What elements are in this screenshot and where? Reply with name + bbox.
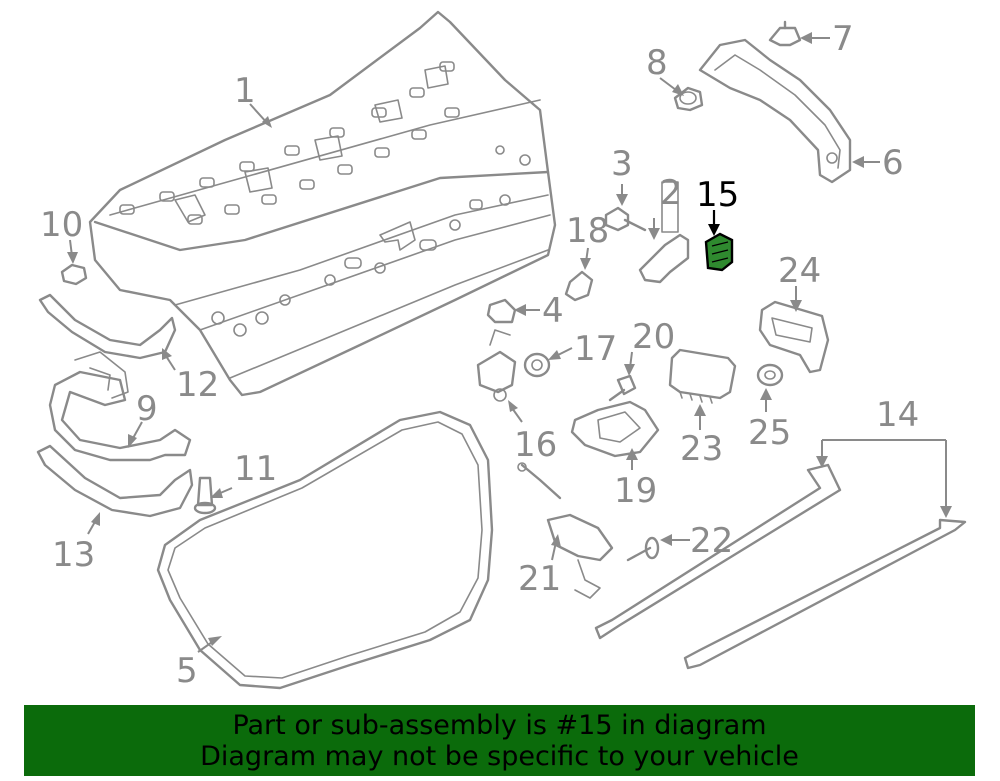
callout-24: 24 [778, 251, 821, 291]
info-banner: Part or sub-assembly is #15 in diagram D… [24, 705, 975, 776]
callout-1: 1 [234, 71, 256, 111]
callout-12: 12 [176, 365, 219, 405]
callout-6: 6 [882, 143, 904, 183]
part-23-module [668, 348, 737, 404]
part-9-hinge [48, 351, 192, 462]
part-18-clip [564, 270, 594, 302]
banner-line-1: Part or sub-assembly is #15 in diagram [232, 710, 767, 741]
callout-17: 17 [574, 329, 617, 369]
parts-diagram: 1 2 3 4 5 6 7 8 9 10 11 12 13 14 15 16 1… [36, 10, 967, 691]
part-17-plug [523, 352, 551, 378]
part-19-latch [570, 400, 660, 458]
part-16-sensor [476, 329, 517, 402]
callout-22: 22 [690, 521, 733, 561]
callout-18: 18 [566, 211, 609, 251]
callout-9: 9 [136, 389, 158, 429]
part-10-nut [60, 263, 88, 286]
callout-14: 14 [876, 395, 919, 435]
callout-7: 7 [832, 19, 854, 59]
callout-8: 8 [646, 43, 668, 83]
part-1-trunk-lid [88, 10, 557, 397]
callout-13: 13 [52, 535, 95, 575]
callout-labels: 1 2 3 4 5 6 7 8 9 10 11 12 13 14 15 16 1… [40, 19, 919, 691]
callout-10: 10 [40, 205, 83, 245]
callout-11: 11 [234, 449, 277, 489]
part-20-bolt [608, 374, 637, 402]
part-24-housing [758, 300, 830, 374]
part-2-bracket [638, 181, 690, 284]
part-15-highlighted [704, 232, 734, 272]
part-13-trim [36, 444, 194, 518]
part-22-pin [626, 536, 660, 562]
part-25-grommet [756, 363, 784, 387]
callout-19: 19 [614, 471, 657, 511]
callout-16: 16 [514, 425, 557, 465]
part-5-weatherstrip [156, 410, 494, 690]
callout-3: 3 [611, 144, 633, 184]
part-7-clip [768, 20, 802, 47]
part-14-rods [594, 463, 967, 670]
part-3-bolt [604, 206, 647, 232]
callout-21: 21 [518, 559, 561, 599]
callout-20: 20 [632, 317, 675, 357]
callout-5: 5 [176, 651, 198, 691]
callout-23: 23 [680, 429, 723, 469]
callout-25: 25 [748, 413, 791, 453]
callout-4: 4 [542, 291, 564, 331]
part-8-grommet [673, 86, 704, 112]
part-6-bracket [698, 38, 852, 184]
leader-lines [67, 32, 952, 653]
callout-15: 15 [696, 175, 739, 215]
part-12-trim [38, 293, 177, 360]
part-11-bolt [193, 476, 217, 515]
part-21-strut [517, 462, 614, 599]
callout-2: 2 [660, 173, 682, 213]
part-4-bumper [486, 298, 517, 324]
banner-line-2: Diagram may not be specific to your vehi… [200, 741, 799, 772]
